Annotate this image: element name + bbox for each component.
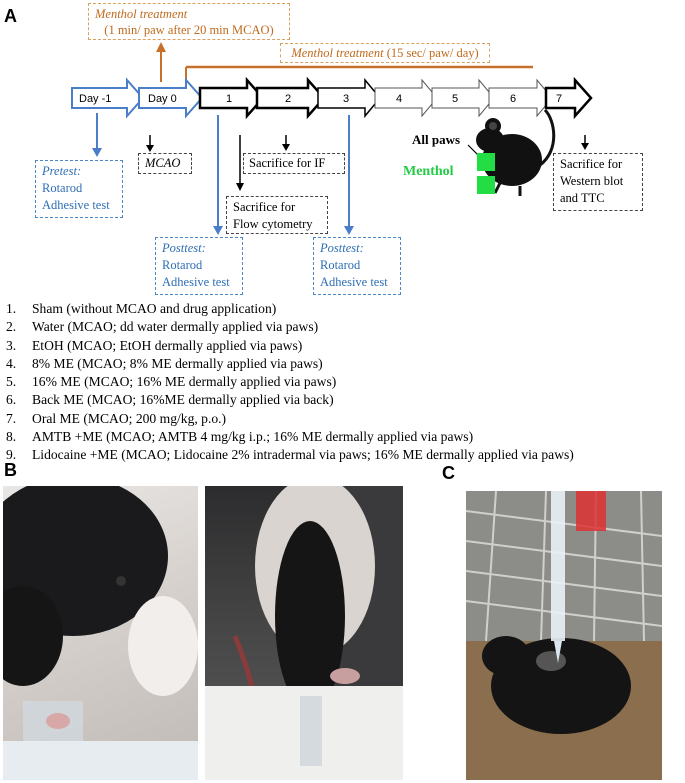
all-paws-label: All paws (412, 132, 461, 147)
day-label-3: 3 (343, 93, 349, 105)
menthol-daily-detail: (15 sec/ paw/ day) (386, 46, 479, 60)
sacrifice-wb-line-2: Western blot (560, 174, 624, 188)
day-label-4: 4 (396, 93, 402, 105)
menthol-label: Menthol (403, 164, 454, 179)
pretest-line-2: Adhesive test (42, 198, 110, 212)
day-arrow-3 (317, 77, 381, 119)
group-item: 1.Sham (without MCAO and drug applicatio… (6, 301, 277, 316)
group-item: 3.EtOH (MCAO; EtOH dermally applied via … (6, 337, 303, 353)
menthol-square-1 (477, 153, 495, 171)
photo-mouse-held-glove (205, 486, 403, 780)
day-label-1: 1 (226, 93, 232, 105)
if-arrowhead (282, 144, 290, 151)
mouse-icon (476, 108, 556, 196)
photo-back-application (466, 491, 662, 780)
pretest-title: Pretest: (42, 164, 82, 178)
posttest1-title: Posttest: (162, 241, 206, 255)
all-paws-pointer (467, 144, 479, 156)
menthol-acute-box: Menthol treatment (1 min/ paw after 20 m… (88, 3, 290, 40)
day-label-6: 6 (510, 93, 516, 105)
menthol-acute-title: Menthol treatment (95, 7, 188, 21)
sacrifice-wb-box: Sacrifice for Western blot and TTC (553, 153, 643, 211)
group-item: 6.Back ME (MCAO; 16%ME dermally applied … (6, 392, 334, 408)
posttest1-box: Posttest: Rotarod Adhesive test (155, 237, 243, 295)
group-item: 5.16% ME (MCAO; 16% ME dermally applied … (6, 374, 337, 390)
posttest2-box: Posttest: Rotarod Adhesive test (313, 237, 401, 295)
menthol-daily-title: Menthol treatment (291, 46, 384, 60)
sacrifice-flow-box: Sacrifice for Flow cytometry (226, 196, 328, 234)
panel-c-label: C (442, 463, 455, 483)
menthol-square-2 (477, 176, 495, 194)
menthol-daily-box: Menthol treatment (15 sec/ paw/ day) (280, 43, 490, 63)
posttest1-arrowhead (213, 226, 223, 235)
day-arrow-6 (488, 78, 553, 118)
day-label-7: 7 (556, 93, 562, 105)
day-arrow-2 (255, 76, 326, 120)
day-arrow-5 (431, 78, 495, 118)
day-arrow-4 (374, 78, 438, 118)
mcao-arrowhead (146, 145, 154, 152)
wb-arrowhead (581, 143, 589, 150)
group-item: 7.Oral ME (MCAO; 200 mg/kg, p.o.) (6, 410, 227, 426)
pretest-box: Pretest: Rotarod Adhesive test (35, 160, 123, 218)
day-label-minus1: Day -1 (79, 93, 111, 105)
pretest-line-1: Rotarod (42, 181, 83, 195)
group-item: 9.Lidocaine +ME (MCAO; Lidocaine 2% intr… (6, 447, 574, 463)
day-label-0: Day 0 (148, 93, 177, 105)
day-arrow-0 (138, 77, 204, 119)
group-item: 4.8% ME (MCAO; 8% ME dermally applied vi… (6, 355, 323, 371)
menthol-acute-detail: (1 min/ paw after 20 min MCAO) (104, 23, 274, 37)
day-arrows (71, 76, 593, 120)
panel-a-label: A (4, 6, 17, 26)
posttest1-line-2: Adhesive test (162, 275, 230, 289)
pretest-arrowhead (92, 148, 102, 157)
posttest2-line-1: Rotarod (320, 258, 361, 272)
posttest2-title: Posttest: (320, 241, 364, 255)
sacrifice-flow-line-1: Sacrifice for (233, 200, 296, 214)
posttest2-line-2: Adhesive test (320, 275, 388, 289)
timeline-diagram: Day -1 Day 0 1 2 3 4 5 6 7 (71, 42, 593, 235)
day-arrow-1 (198, 76, 265, 120)
flow-arrowhead (236, 183, 244, 191)
menthol-acute-arrowhead (156, 42, 166, 52)
sacrifice-wb-line-1: Sacrifice for (560, 157, 623, 171)
day-arrow-minus1 (71, 77, 145, 119)
day-arrow-7 (544, 76, 593, 120)
sacrifice-if-box: Sacrifice for IF (243, 153, 345, 174)
panel-b-label: B (4, 460, 17, 480)
posttest2-arrowhead (344, 226, 354, 235)
mcao-box: MCAO (138, 153, 192, 174)
day-label-5: 5 (452, 93, 458, 105)
sacrifice-wb-line-3: and TTC (560, 191, 605, 205)
group-item: 2.Water (MCAO; dd water dermally applied… (6, 319, 319, 335)
group-list: 1.Sham (without MCAO and drug applicatio… (6, 300, 574, 465)
photo-mouse-paw-tube (3, 486, 198, 780)
sacrifice-flow-line-2: Flow cytometry (233, 217, 313, 231)
posttest1-line-1: Rotarod (162, 258, 203, 272)
day-label-2: 2 (285, 93, 291, 105)
group-item: 8.AMTB +ME (MCAO; AMTB 4 mg/kg i.p.; 16%… (6, 429, 474, 445)
